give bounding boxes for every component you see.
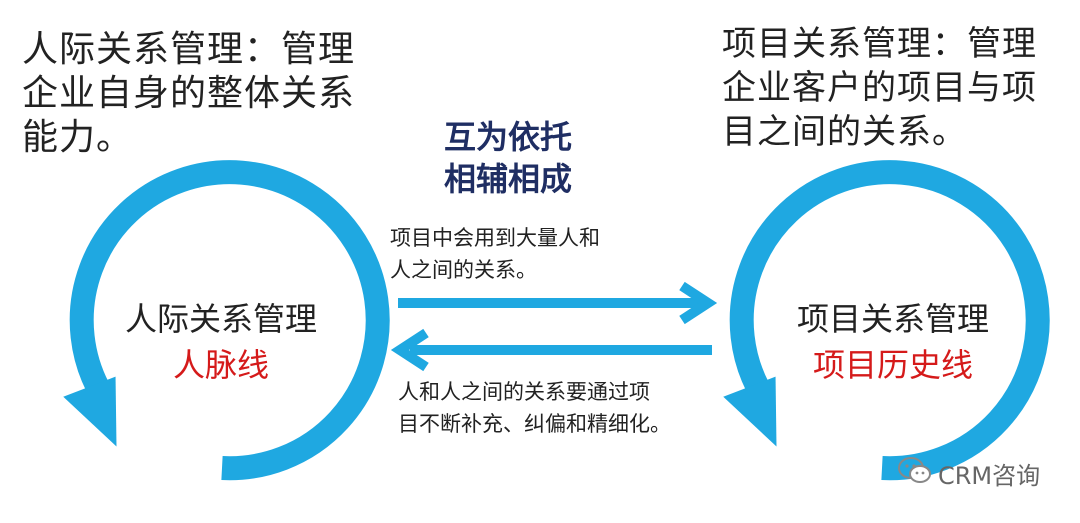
right-cycle-arrow xyxy=(723,160,1050,481)
arrow-right xyxy=(398,281,718,325)
left-circle-title: 人际关系管理 xyxy=(124,300,317,338)
right-circle-title: 项目关系管理 xyxy=(796,300,989,338)
left-description: 人际关系管理：管理 企业自身的整体关系 能力。 xyxy=(22,29,356,158)
center-title: 互为依托 相辅相成 xyxy=(443,118,572,198)
wechat-icon xyxy=(898,457,932,489)
left-circle-subtitle: 人脉线 xyxy=(172,346,269,384)
arrow-top-note: 项目中会用到大量人和 人之间的关系。 xyxy=(390,226,600,282)
right-circle-subtitle: 项目历史线 xyxy=(812,346,973,384)
arrow-left xyxy=(390,328,712,372)
right-description: 项目关系管理：管理 企业客户的项目与项 目之间的关系。 xyxy=(722,24,1037,152)
watermark-text: CRM咨询 xyxy=(938,461,1041,490)
watermark: CRM咨询 xyxy=(898,457,1041,490)
arrow-bottom-note: 人和人之间的关系要通过项 目不断补充、纠偏和精细化。 xyxy=(398,380,671,436)
left-circle-label: 人际关系管理 人脉线 xyxy=(96,296,346,388)
right-circle-label: 项目关系管理 项目历史线 xyxy=(768,296,1018,388)
left-cycle-arrow xyxy=(63,160,390,481)
